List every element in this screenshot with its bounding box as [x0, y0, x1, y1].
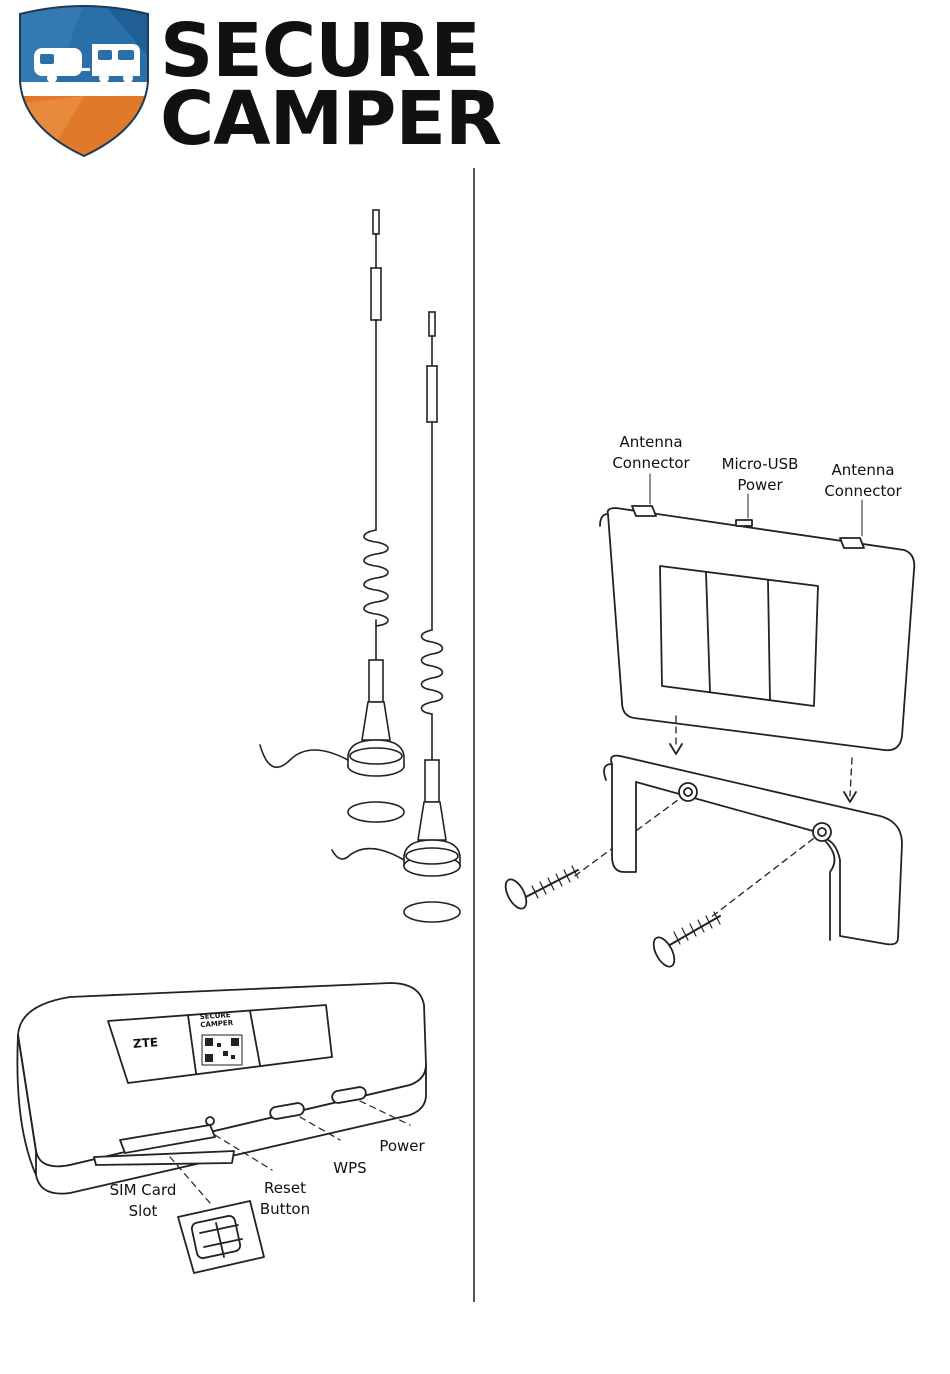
label-antenna-connector-right: Antenna Connector: [816, 460, 910, 502]
router-mount-illustration: [500, 500, 910, 980]
label-reset-button: Reset Button: [248, 1178, 322, 1220]
label-antenna-connector-left: Antenna Connector: [604, 432, 698, 474]
sticker-logo-text: SECURE CAMPER: [199, 1011, 233, 1029]
label-power: Power: [370, 1136, 434, 1157]
screw-2: [649, 912, 720, 970]
screen-brand-text: ZTE: [133, 1035, 159, 1051]
antenna-right: [332, 312, 460, 922]
screw-1: [501, 866, 578, 912]
logo-shield: [14, 4, 154, 158]
brand-name-line2: CAMPER: [160, 82, 501, 156]
antennas-illustration: [250, 200, 470, 940]
column-divider: [473, 168, 475, 1302]
antenna-left: [260, 210, 404, 822]
label-sim-card-slot: SIM Card Slot: [100, 1180, 186, 1222]
label-wps: WPS: [328, 1158, 372, 1179]
label-micro-usb-power: Micro-USB Power: [712, 454, 808, 496]
